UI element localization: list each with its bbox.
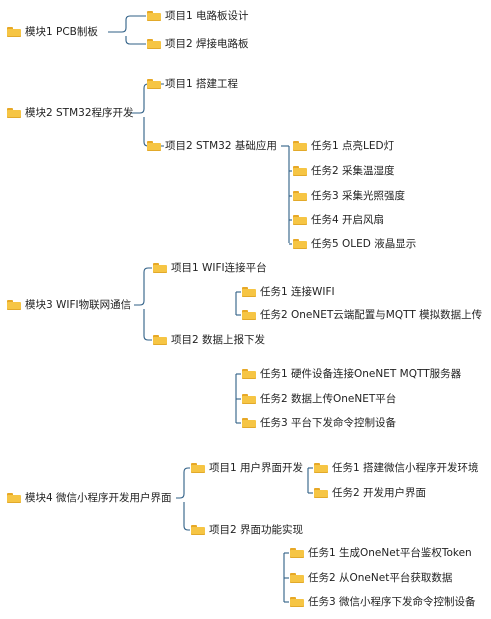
folder-icon bbox=[242, 310, 256, 320]
task-label: 任务1 连接WIFI bbox=[260, 286, 335, 298]
module-2-project-2-task-4[interactable]: 任务4 开启风扇 bbox=[293, 213, 384, 227]
task-label: 任务2 采集温湿度 bbox=[311, 165, 395, 177]
project-label: 项目1 WIFI连接平台 bbox=[171, 262, 267, 274]
folder-icon bbox=[293, 191, 307, 201]
module-2-project-1[interactable]: 项目1 搭建工程 bbox=[147, 77, 238, 91]
folder-icon bbox=[7, 300, 21, 310]
project-label: 项目1 搭建工程 bbox=[165, 78, 239, 90]
module-4[interactable]: 模块4 微信小程序开发用户界面 bbox=[7, 491, 172, 505]
module-4-project-2-task-1[interactable]: 任务1 生成OneNet平台鉴权Token bbox=[290, 546, 472, 560]
module-2[interactable]: 模块2 STM32程序开发 bbox=[7, 106, 134, 120]
module-label: 模块4 微信小程序开发用户界面 bbox=[25, 492, 172, 504]
folder-icon bbox=[242, 418, 256, 428]
project-label: 项目2 STM32 基础应用 bbox=[165, 140, 277, 152]
module-1-connectors bbox=[108, 15, 146, 45]
project-label: 项目1 用户界面开发 bbox=[209, 462, 304, 474]
project-label: 项目2 焊接电路板 bbox=[165, 38, 249, 50]
module-2-project-2-task-1[interactable]: 任务1 点亮LED灯 bbox=[293, 139, 394, 153]
module-label: 模块3 WIFI物联网通信 bbox=[25, 299, 132, 311]
module-3-project-2-task-3[interactable]: 任务3 平台下发命令控制设备 bbox=[242, 416, 396, 430]
task-label: 任务1 点亮LED灯 bbox=[311, 140, 395, 152]
folder-icon bbox=[293, 166, 307, 176]
folder-icon bbox=[191, 525, 205, 535]
folder-icon bbox=[242, 394, 256, 404]
task-label: 任务2 从OneNet平台获取数据 bbox=[308, 572, 453, 584]
module-2-project-2-task-2[interactable]: 任务2 采集温湿度 bbox=[293, 164, 395, 178]
module-3-project-2-task-2[interactable]: 任务2 数据上传OneNET平台 bbox=[242, 392, 396, 406]
folder-icon bbox=[314, 488, 328, 498]
project-label: 项目2 数据上报下发 bbox=[171, 334, 266, 346]
module-4-project-2-task-2[interactable]: 任务2 从OneNet平台获取数据 bbox=[290, 571, 452, 585]
module-4-connectors bbox=[176, 467, 313, 603]
module-1-project-1[interactable]: 项目1 电路板设计 bbox=[147, 9, 249, 23]
project-label: 项目2 界面功能实现 bbox=[209, 524, 304, 536]
module-3-project-2[interactable]: 项目2 数据上报下发 bbox=[153, 333, 265, 347]
task-label: 任务2 开发用户界面 bbox=[332, 487, 427, 499]
module-4-project-1-task-2[interactable]: 任务2 开发用户界面 bbox=[314, 486, 426, 500]
folder-icon bbox=[147, 141, 161, 151]
module-2-project-2-task-5[interactable]: 任务5 OLED 液晶显示 bbox=[293, 237, 416, 251]
module-3-project-1-task-2[interactable]: 任务2 OneNET云端配置与MQTT 模拟数据上传 bbox=[242, 308, 482, 322]
module-3-project-1-task-1[interactable]: 任务1 连接WIFI bbox=[242, 285, 335, 299]
module-4-project-2-task-3[interactable]: 任务3 微信小程序下发命令控制设备 bbox=[290, 595, 476, 609]
folder-icon bbox=[242, 369, 256, 379]
module-1-project-2[interactable]: 项目2 焊接电路板 bbox=[147, 37, 249, 51]
module-2-project-2[interactable]: 项目2 STM32 基础应用 bbox=[147, 139, 277, 153]
task-label: 任务2 OneNET云端配置与MQTT 模拟数据上传 bbox=[260, 309, 483, 321]
folder-icon bbox=[147, 11, 161, 21]
task-label: 任务4 开启风扇 bbox=[311, 214, 385, 226]
task-label: 任务1 生成OneNet平台鉴权Token bbox=[308, 547, 472, 559]
project-label: 项目1 电路板设计 bbox=[165, 10, 249, 22]
task-label: 任务3 平台下发命令控制设备 bbox=[260, 417, 397, 429]
folder-icon bbox=[147, 39, 161, 49]
module-2-connectors bbox=[131, 83, 292, 245]
task-label: 任务3 采集光照强度 bbox=[311, 190, 406, 202]
folder-icon bbox=[314, 463, 328, 473]
module-1[interactable]: 模块1 PCB制板 bbox=[7, 25, 98, 39]
task-label: 任务2 数据上传OneNET平台 bbox=[260, 393, 397, 405]
folder-icon bbox=[293, 239, 307, 249]
task-label: 任务1 硬件设备连接OneNET MQTT服务器 bbox=[260, 368, 462, 380]
folder-icon bbox=[290, 597, 304, 607]
folder-icon bbox=[191, 463, 205, 473]
module-2-project-2-task-3[interactable]: 任务3 采集光照强度 bbox=[293, 189, 405, 203]
module-3-project-2-task-1[interactable]: 任务1 硬件设备连接OneNET MQTT服务器 bbox=[242, 367, 461, 381]
task-label: 任务3 微信小程序下发命令控制设备 bbox=[308, 596, 476, 608]
task-label: 任务1 搭建微信小程序开发环境 bbox=[332, 462, 479, 474]
folder-icon bbox=[7, 493, 21, 503]
task-label: 任务5 OLED 液晶显示 bbox=[311, 238, 417, 250]
module-3-project-1[interactable]: 项目1 WIFI连接平台 bbox=[153, 261, 267, 275]
folder-icon bbox=[290, 548, 304, 558]
module-3-connectors bbox=[134, 267, 241, 424]
folder-icon bbox=[153, 263, 167, 273]
folder-icon bbox=[153, 335, 167, 345]
folder-icon bbox=[293, 215, 307, 225]
module-3[interactable]: 模块3 WIFI物联网通信 bbox=[7, 298, 131, 312]
module-4-project-1[interactable]: 项目1 用户界面开发 bbox=[191, 461, 303, 475]
module-4-project-2[interactable]: 项目2 界面功能实现 bbox=[191, 523, 303, 537]
module-label: 模块2 STM32程序开发 bbox=[25, 107, 134, 119]
folder-icon bbox=[7, 108, 21, 118]
module-label: 模块1 PCB制板 bbox=[25, 26, 98, 38]
folder-icon bbox=[293, 141, 307, 151]
folder-icon bbox=[147, 79, 161, 89]
module-4-project-1-task-1[interactable]: 任务1 搭建微信小程序开发环境 bbox=[314, 461, 479, 475]
folder-icon bbox=[242, 287, 256, 297]
folder-icon bbox=[290, 573, 304, 583]
folder-icon bbox=[7, 27, 21, 37]
